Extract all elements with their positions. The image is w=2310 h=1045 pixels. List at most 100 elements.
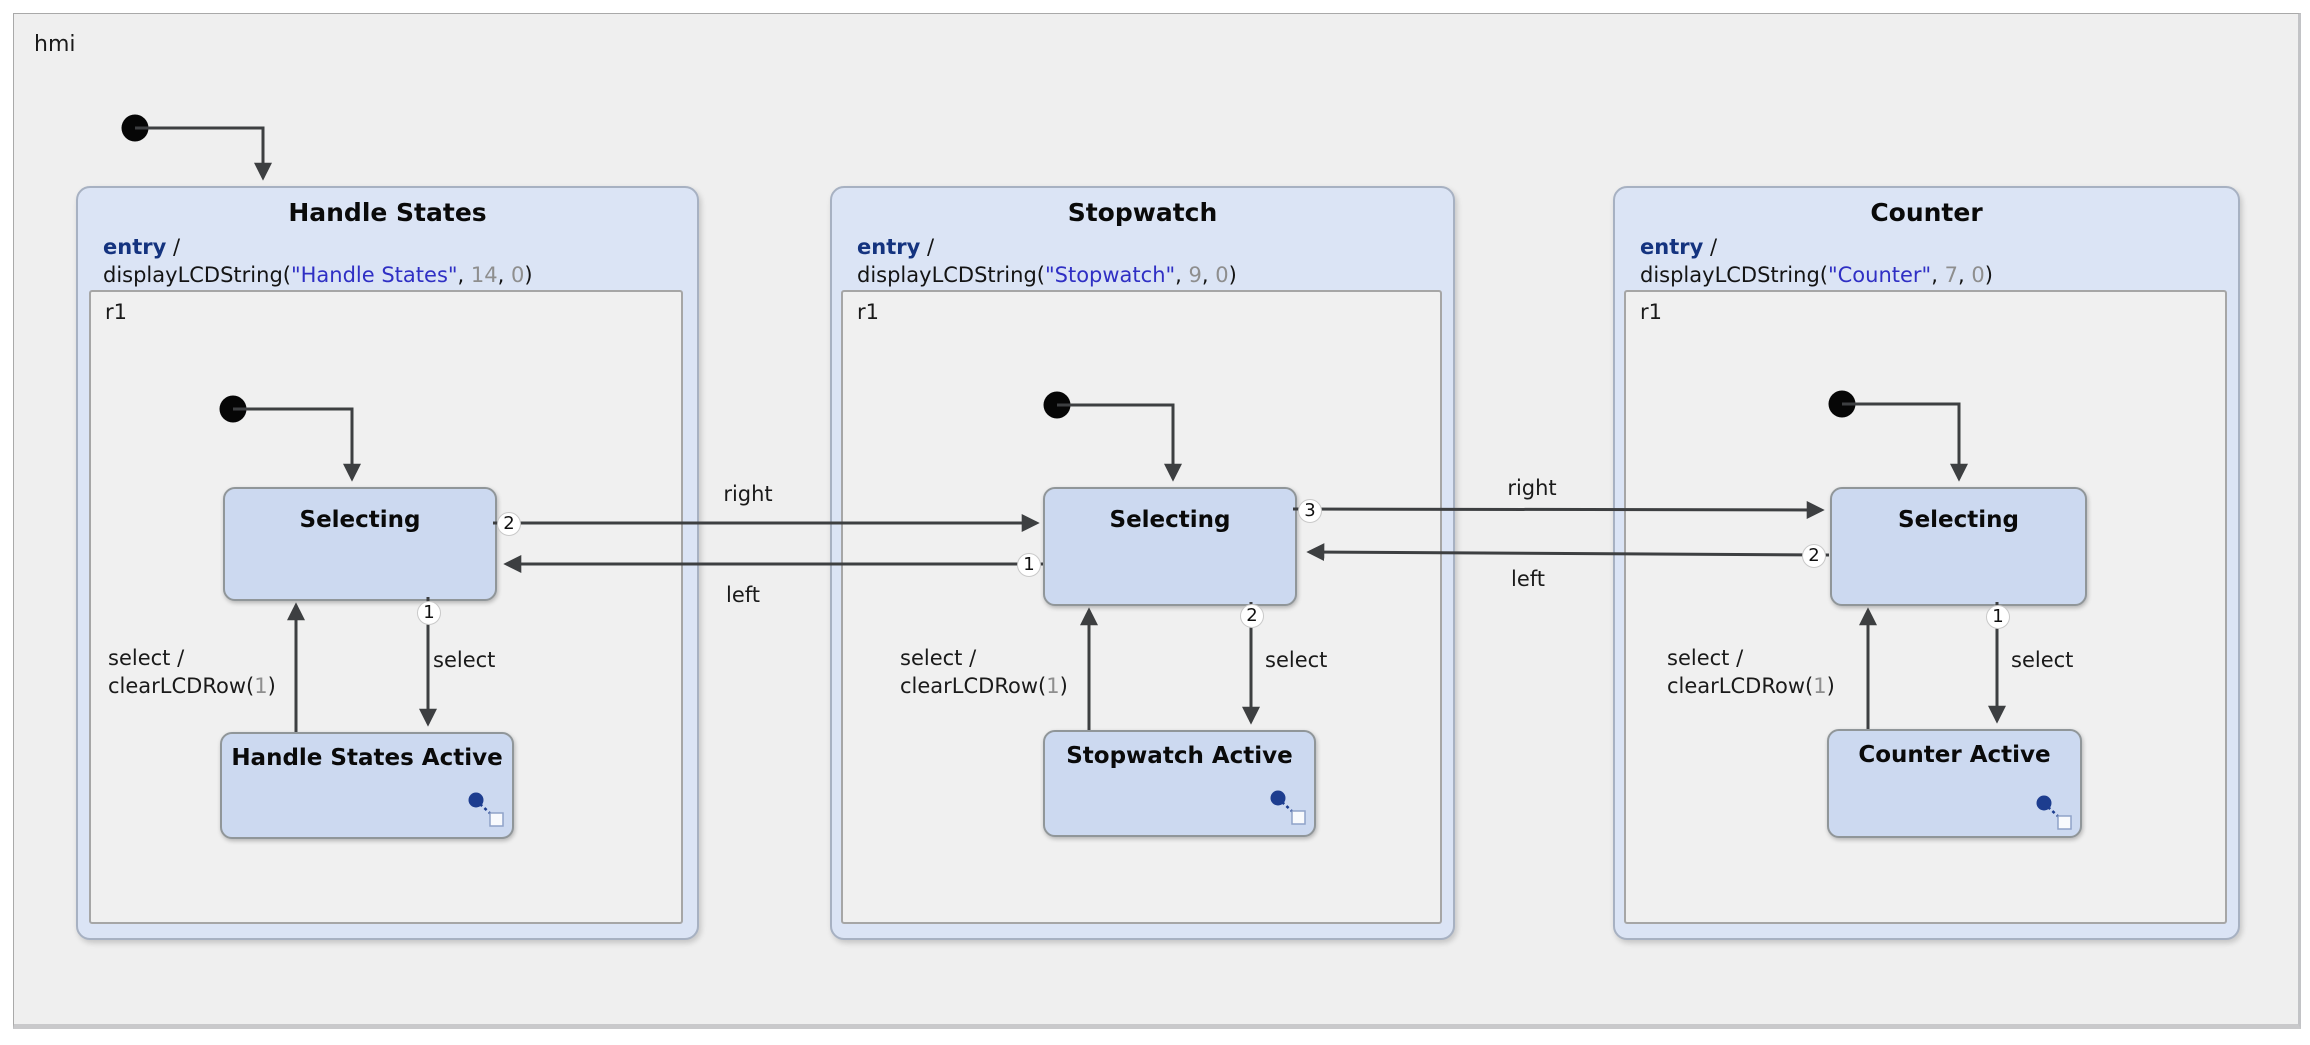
code-number: 1 [1046,674,1060,698]
priority-badge: 2 [1802,544,1826,568]
state-stopwatch-active[interactable]: Stopwatch Active [1043,730,1316,837]
action-line: displayLCDString("Handle States", 14, 0) [103,261,533,289]
region-label: r1 [105,300,127,324]
code-number: 7 [1944,263,1958,287]
transition-label-right[interactable]: right [723,482,773,506]
entry-line: entry / [857,233,1237,261]
entry-slash: / [1703,235,1718,259]
code-sep: , [1175,263,1189,287]
state-name: Selecting [1898,507,2019,533]
action-line: displayLCDString("Counter", 7, 0) [1640,261,1993,289]
entry-action-code: entry / displayLCDString("Stopwatch", 9,… [857,233,1237,289]
priority-badge: 1 [417,601,441,625]
entry-slash: / [920,235,935,259]
action-line: displayLCDString("Stopwatch", 9, 0) [857,261,1237,289]
code-sep: , [457,263,471,287]
transition-label-select-clear[interactable]: select / clearLCDRow(1) [900,644,1068,700]
transition-label-left[interactable]: left [1510,567,1546,591]
transition-left-ct-sw[interactable] [1306,543,1830,562]
transition-label-left[interactable]: left [725,583,761,607]
priority-badge: 1 [1986,605,2010,629]
icon-square [489,812,504,827]
code-function: displayLCDString( [103,263,291,287]
region-label: r1 [857,300,879,324]
code-sep: , [1957,263,1972,287]
priority-badge: 2 [497,512,521,536]
transition-label-right[interactable]: right [1507,476,1557,500]
entry-action-code: entry / displayLCDString("Counter", 7, 0… [1640,233,1993,289]
icon-square [2057,815,2072,830]
initial-transition-line[interactable] [135,126,272,181]
transition-label-select-clear[interactable]: select / clearLCDRow(1) [1667,644,1835,700]
code-close: ) [1059,674,1068,698]
code-string-literal: "Handle States" [290,263,458,287]
entry-action-code: entry / displayLCDString("Handle States"… [103,233,533,289]
entry-line: entry / [1640,233,1993,261]
initial-transition-line[interactable] [233,407,361,482]
priority-badge: 2 [1240,604,1264,628]
code-string-literal: "Stopwatch" [1044,263,1176,287]
code-number: 9 [1188,263,1202,287]
code-number: 0 [1971,263,1985,287]
code-string-literal: "Counter" [1827,263,1932,287]
state-name: Handle States Active [231,745,503,771]
state-name: Selecting [299,507,421,533]
transition-label-select[interactable]: select [1265,648,1328,672]
state-handle-states-active[interactable]: Handle States Active [220,732,514,839]
initial-transition-line[interactable] [1057,403,1182,482]
code-number: 0 [1215,263,1229,287]
code-number: 1 [1813,674,1827,698]
transition-label-select-clear[interactable]: select / clearLCDRow(1) [108,644,276,700]
entry-keyword: entry [1640,235,1704,259]
code-function: clearLCDRow( [1667,674,1814,698]
code-number: 14 [470,263,498,287]
code-function: clearLCDRow( [900,674,1047,698]
icon-square [1291,810,1306,825]
clear-lcd-line: clearLCDRow(1) [1667,672,1835,700]
region-label: r1 [1640,300,1662,324]
clear-lcd-line: clearLCDRow(1) [900,672,1068,700]
composite-title: Handle States [288,198,487,227]
code-close: ) [1228,263,1237,287]
state-name: Selecting [1109,507,1231,533]
state-selecting-counter[interactable]: Selecting [1830,487,2087,606]
entry-keyword: entry [103,235,167,259]
code-number: 0 [511,263,525,287]
entry-line: entry / [103,233,533,261]
state-name: Stopwatch Active [1066,743,1293,769]
state-name: Counter Active [1858,742,2051,768]
clear-lcd-line: clearLCDRow(1) [108,672,276,700]
state-counter-active[interactable]: Counter Active [1827,729,2082,838]
composite-title: Stopwatch [1067,198,1218,227]
transition-right-sw-ct[interactable] [1292,500,1825,519]
state-selecting-stopwatch[interactable]: Selecting [1043,487,1297,606]
select-slash-line: select / [108,646,185,670]
transition-label-select[interactable]: select [433,648,496,672]
icon-dot [468,792,484,808]
select-slash-line: select / [900,646,977,670]
code-close: ) [524,263,533,287]
state-selecting-handle-states[interactable]: Selecting [223,487,497,601]
priority-badge: 3 [1298,499,1322,523]
code-close: ) [1826,674,1835,698]
code-close: ) [1984,263,1993,287]
entry-slash: / [166,235,181,259]
priority-badge: 1 [1017,553,1041,577]
code-sep: , [1931,263,1945,287]
code-number: 1 [254,674,268,698]
submachine-icon [2036,795,2072,830]
transition-label-select[interactable]: select [2011,648,2074,672]
code-close: ) [267,674,276,698]
code-function: displayLCDString( [1640,263,1828,287]
submachine-icon [1270,790,1306,825]
code-sep: , [497,263,511,287]
initial-transition-line[interactable] [1842,402,1968,482]
submachine-icon [468,792,504,827]
icon-dot [2036,795,2052,811]
icon-dot [1270,790,1286,806]
diagram-name-label: hmi [34,32,76,57]
code-sep: , [1201,263,1216,287]
code-function: clearLCDRow( [108,674,255,698]
